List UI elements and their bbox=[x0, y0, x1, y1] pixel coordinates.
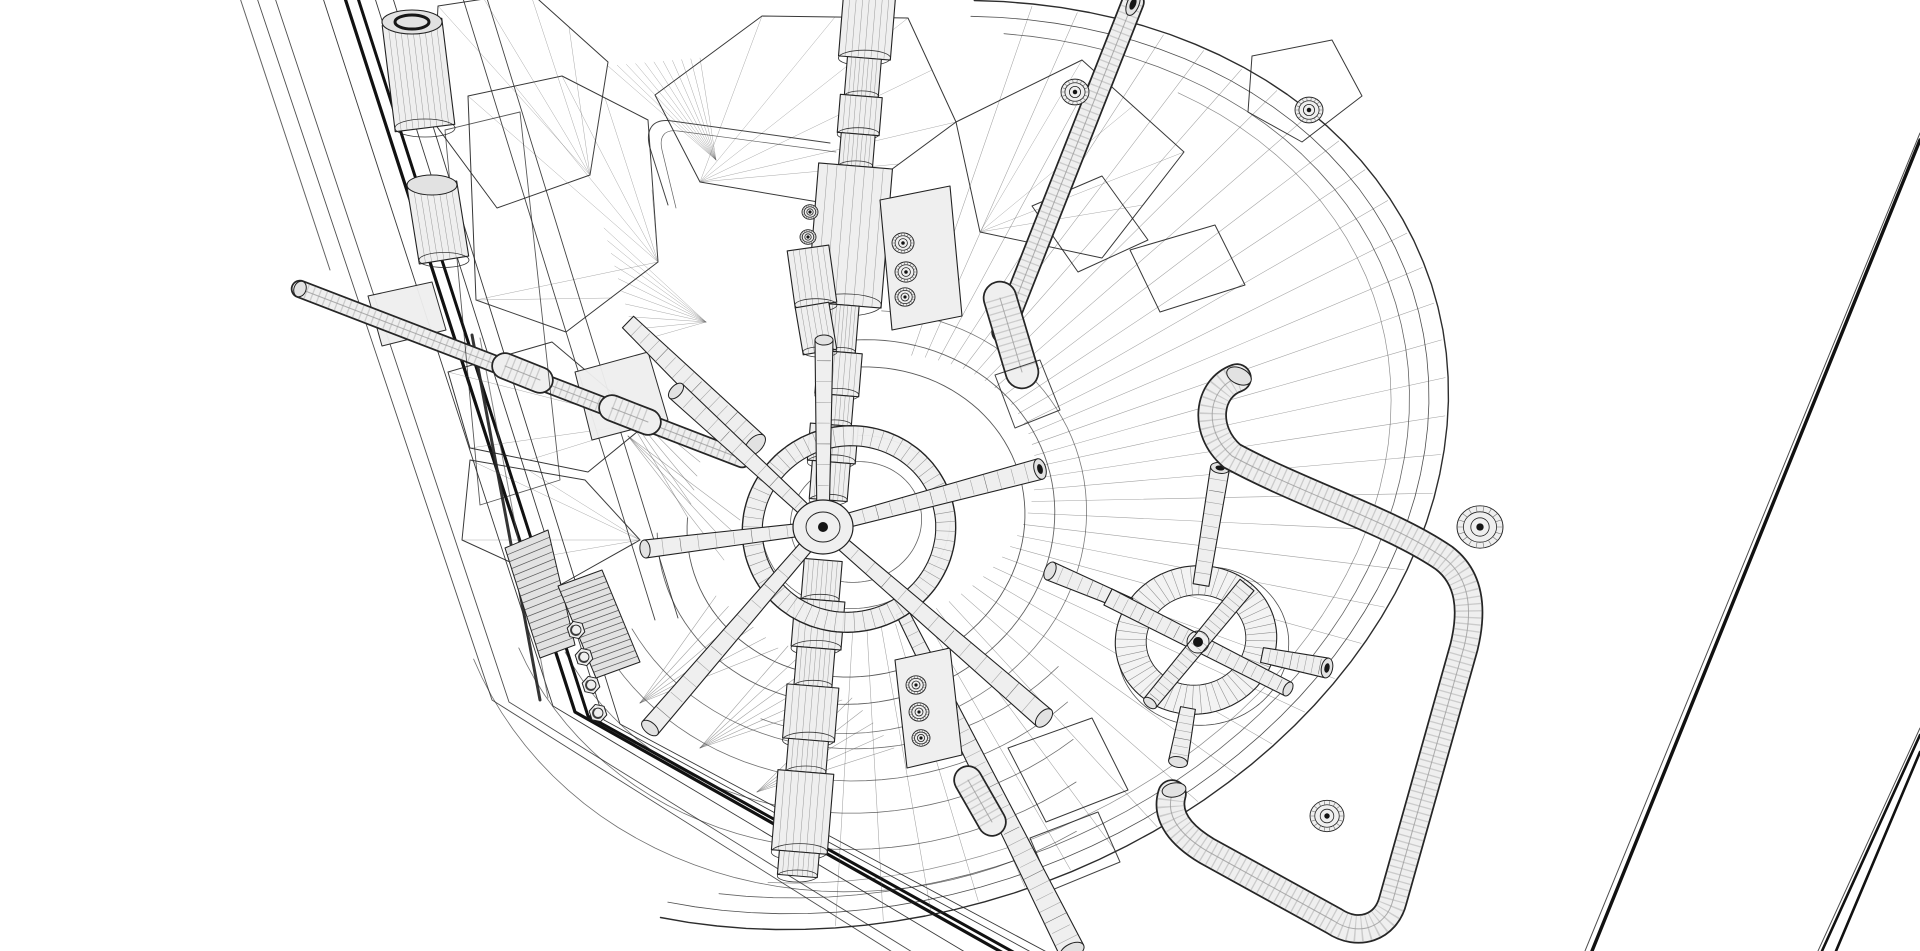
bolt-hardware bbox=[566, 78, 1504, 833]
door-handle bbox=[1155, 363, 1484, 944]
wall-frame-edges bbox=[1584, 132, 1920, 951]
hinge-assembly bbox=[381, 0, 609, 506]
handwheel bbox=[639, 334, 1054, 737]
center-bolt-column bbox=[770, 0, 963, 883]
valve-wheel bbox=[1043, 462, 1334, 769]
